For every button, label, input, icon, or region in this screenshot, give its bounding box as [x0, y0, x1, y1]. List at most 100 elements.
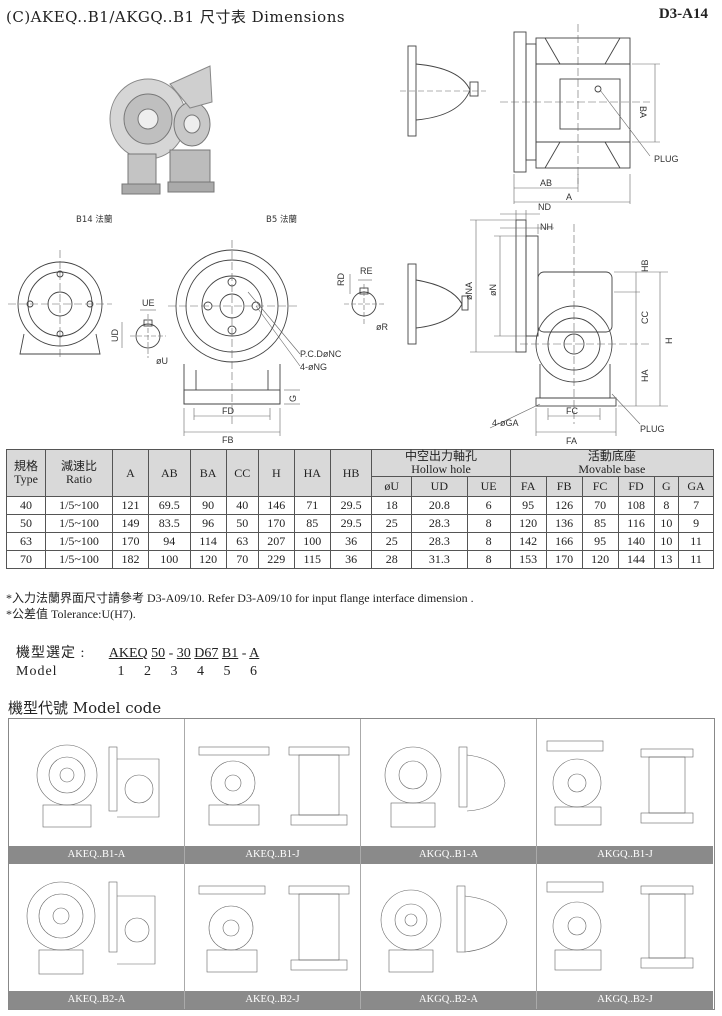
gearbox-outline-icon — [546, 881, 694, 971]
model-position-number: 6 — [250, 664, 257, 679]
note-input-flange: *入力法蘭界面尺寸請參考 D3-A09/10. Refer D3-A09/10 … — [6, 591, 474, 605]
model-selection-label: 機型選定 : — [16, 646, 86, 661]
label-hb: HB — [640, 259, 650, 272]
model-caption: AKGQ..B2-J — [537, 991, 713, 1009]
label-rd: RD — [336, 273, 346, 286]
col-h: H — [257, 449, 295, 497]
note-tolerance: *公差值 Tolerance:U(H7). — [6, 607, 136, 621]
col-ga: GA — [678, 476, 714, 497]
model-code-part: AKEQ — [108, 646, 148, 661]
label-ud: UD — [110, 329, 120, 342]
model-code-part: - — [168, 646, 174, 661]
model-position-number: 4 — [197, 664, 204, 679]
label-ga: 4-øGA — [492, 418, 519, 428]
label-b5-flange: B5 法蘭 — [266, 214, 297, 225]
col-ou: øU — [371, 476, 413, 497]
label-pcd: P.C.DøNC — [300, 349, 342, 359]
dimension-drawings: BA AB A PLUG B14 法蘭 UE UD øU — [8, 24, 679, 446]
gearbox-outline-icon — [26, 881, 156, 975]
flange-side-view — [400, 45, 486, 137]
label-ng: 4-øNG — [300, 362, 327, 372]
model-caption: AKGQ..B1-J — [537, 846, 713, 864]
flange-side-view-2 — [407, 263, 469, 345]
label-h: H — [664, 338, 674, 345]
label-fb: FB — [222, 435, 234, 445]
model-code-part: B1 — [221, 646, 239, 661]
model-card-akeq-b1-j: AKEQ..B1-J — [185, 719, 361, 864]
b5-flange-front-view — [168, 240, 301, 436]
label-ba: BA — [638, 106, 648, 118]
model-label: Model — [16, 664, 58, 679]
label-fc: FC — [566, 406, 578, 416]
label-a: A — [566, 192, 572, 202]
label-nh: NH — [540, 222, 553, 232]
gearbox-outline-icon — [384, 746, 506, 828]
col-fb: FB — [545, 476, 583, 497]
model-caption: AKEQ..B2-A — [9, 991, 184, 1009]
model-position-number: 1 — [117, 664, 125, 679]
gearbox-outline-icon — [36, 744, 160, 828]
label-ona: øNA — [464, 282, 474, 300]
model-selection: 機型選定 : AKEQ 50 - 30 D67 B1 - A Model 1 2… — [16, 642, 265, 686]
model-caption: AKEQ..B1-J — [185, 846, 360, 864]
col-ud: UD — [411, 476, 468, 497]
model-code-part: 30 — [176, 646, 191, 661]
model-code-part: D67 — [194, 646, 219, 661]
gearbox-top-view — [500, 24, 660, 204]
label-cc: CC — [640, 311, 650, 324]
model-card-akgq-b2-j: AKGQ..B2-J — [537, 864, 713, 1009]
gearbox-outline-icon — [198, 746, 350, 826]
model-card-akgq-b2-a: AKGQ..B2-A — [361, 864, 537, 1009]
model-code-part: 50 — [151, 646, 166, 661]
model-code-part: - — [241, 646, 247, 661]
label-fa: FA — [566, 436, 577, 446]
label-re: RE — [360, 266, 373, 276]
col-ha: HA — [293, 449, 331, 497]
col-hb: HB — [329, 449, 373, 497]
label-ab: AB — [540, 178, 552, 188]
label-ue: UE — [142, 298, 155, 308]
label-on: øN — [488, 284, 498, 296]
model-card-akeq-b1-a: AKEQ..B1-A — [9, 719, 185, 864]
model-position-number: 5 — [223, 664, 231, 679]
model-code-part: A — [249, 646, 260, 661]
col-g: G — [653, 476, 680, 497]
b14-flange-front-view — [8, 250, 112, 358]
model-caption: AKEQ..B2-J — [185, 991, 360, 1009]
label-nd: ND — [538, 202, 551, 212]
label-g: G — [288, 395, 298, 402]
model-caption: AKGQ..B2-A — [361, 991, 536, 1009]
col-a: A — [112, 449, 149, 497]
gearbox-side-view — [470, 210, 668, 436]
model-card-akgq-b1-j: AKGQ..B1-J — [537, 719, 713, 864]
model-code-grid: AKEQ..B1-A AKEQ..B1-J AKGQ..B1-A AKGQ..B… — [8, 718, 715, 1010]
model-position-number: 2 — [144, 664, 151, 679]
model-card-akeq-b2-j: AKEQ..B2-J — [185, 864, 361, 1009]
label-ou: øU — [156, 356, 168, 366]
gearbox-outline-icon — [198, 885, 350, 973]
gearbox-3d-view — [109, 65, 215, 195]
notes: *入力法蘭界面尺寸請參考 D3-A09/10. Refer D3-A09/10 … — [6, 590, 474, 622]
label-plug-side: PLUG — [640, 424, 665, 434]
model-caption: AKGQ..B1-A — [361, 846, 536, 864]
gearbox-outline-icon — [546, 740, 694, 826]
hollow-hole-detail — [121, 309, 166, 358]
label-fd: FD — [222, 406, 234, 416]
model-position-number: 3 — [170, 664, 178, 679]
col-ba: BA — [189, 449, 227, 497]
col-cc: CC — [225, 449, 259, 497]
col-ab: AB — [147, 449, 191, 497]
label-ha: HA — [640, 369, 650, 382]
model-caption: AKEQ..B1-A — [9, 846, 184, 864]
label-plug-top: PLUG — [654, 154, 679, 164]
model-card-akgq-b1-a: AKGQ..B1-A — [361, 719, 537, 864]
col-ue: UE — [466, 476, 511, 497]
